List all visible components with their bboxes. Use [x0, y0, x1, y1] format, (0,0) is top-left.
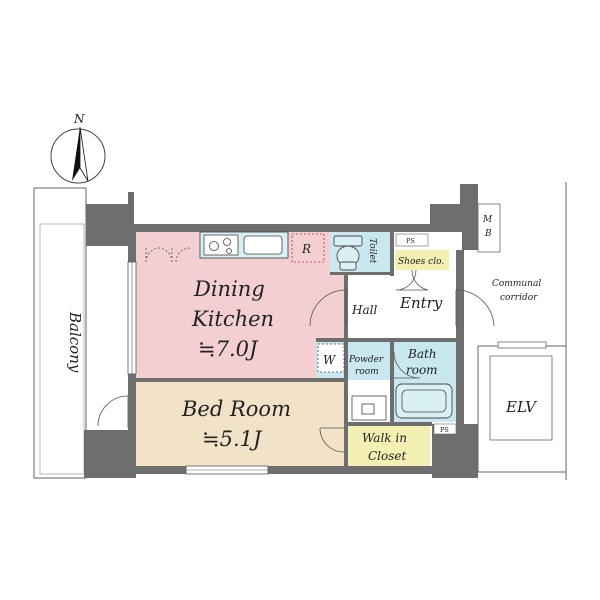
wall-bottom [136, 466, 432, 474]
bed-room-label: Bed Room [181, 397, 291, 421]
bath-room-label-2: room [406, 363, 438, 377]
vanity-basin-icon [361, 403, 375, 415]
bath-door [393, 351, 421, 379]
dk-door [309, 289, 347, 327]
walk-in-closet-label-1: Walk in [362, 431, 407, 445]
wall-top [134, 224, 462, 232]
pipe-space-lower-box [433, 423, 457, 435]
bed-room-area [136, 380, 344, 466]
balcony-door [97, 395, 129, 428]
kitchen: R [145, 231, 325, 263]
bed-room-door [319, 427, 345, 453]
elevator-label: ELV [505, 398, 538, 416]
wall-bath-left [390, 340, 394, 424]
dining-kitchen-size: ≒7.0J [198, 337, 259, 361]
wall-toilet-right [390, 232, 394, 276]
burner-icon [223, 238, 231, 246]
refrigerator-label: R [301, 242, 311, 256]
burner-icon [209, 241, 219, 251]
doors [309, 269, 495, 453]
toilet: Toilet [333, 235, 377, 271]
pipe-space-upper-label: PS [406, 237, 415, 245]
bathtub-inner-icon [401, 389, 447, 413]
wall-right [456, 250, 464, 426]
powder-room: W Powder room [317, 343, 387, 421]
powder-room-label-2: room [355, 367, 379, 377]
wall-top-left-block [86, 192, 134, 246]
communal-area: ELV Communal corridor [477, 182, 567, 480]
walk-in-closet-area [346, 426, 430, 468]
north-arrow-outline-icon [79, 126, 89, 182]
front-door [455, 289, 495, 327]
entry-label: Entry [399, 294, 443, 312]
washer-space [317, 343, 345, 373]
toilet-label: Toilet [367, 238, 377, 264]
pipe-space-upper-box [395, 233, 429, 247]
powder-room-label-1: Powder [348, 355, 384, 365]
compass-north-label: N [73, 112, 85, 126]
pipe-space-lower-label: PS [440, 426, 449, 434]
bath-room: Bath room [395, 347, 453, 419]
wall-top-right-block [430, 184, 478, 250]
bath-room-label-1: Bath [407, 347, 437, 361]
meter-box-label-b: B [484, 229, 492, 239]
corridor-label-1: Communal [492, 279, 541, 289]
dining-kitchen-label-2: Kitchen [191, 307, 274, 331]
sink-icon [243, 235, 283, 255]
pipe-space-lower: PS [433, 423, 457, 435]
wall-bottom-left-block [84, 430, 136, 478]
pipe-space-upper: PS [395, 233, 429, 247]
meter-box-label-m: M [482, 215, 493, 225]
corridor-label-2: corridor [500, 293, 538, 303]
compass: N [50, 112, 106, 184]
balcony-label: Balcony [66, 311, 84, 373]
walk-in-closet-label-2: Closet [368, 449, 407, 463]
washer-label: W [323, 353, 337, 367]
stove-icon [203, 234, 239, 256]
wall-wet-partition [344, 274, 348, 468]
shoes-closet-area [395, 250, 449, 270]
dining-kitchen-label-1: Dining [193, 277, 265, 301]
refrigerator-space [291, 233, 325, 263]
toilet-sink-icon [339, 261, 357, 271]
burner-icon [226, 248, 232, 254]
shoes-closet-label: Shoes clo. [398, 257, 444, 267]
meter-box-outline [477, 203, 501, 253]
bathtub-icon [395, 383, 453, 419]
bed-room-size: ≒5.1J [202, 427, 263, 451]
meter-box: M B [477, 203, 501, 253]
balcony: Balcony [33, 187, 129, 479]
elevator-car [489, 355, 553, 441]
toilet-tank-icon [333, 235, 363, 247]
north-arrow-icon [72, 127, 80, 181]
elevator-door-icon [497, 341, 547, 349]
wall-closet-top [346, 422, 432, 426]
entry-double-door [395, 269, 429, 291]
balcony-inner [39, 223, 85, 475]
wall-toilet-bottom [330, 272, 394, 275]
windows [127, 261, 269, 475]
wall-mid-dk-bed [136, 378, 346, 382]
hall-label: Hall [351, 303, 377, 317]
wall-powder-top [316, 338, 456, 342]
